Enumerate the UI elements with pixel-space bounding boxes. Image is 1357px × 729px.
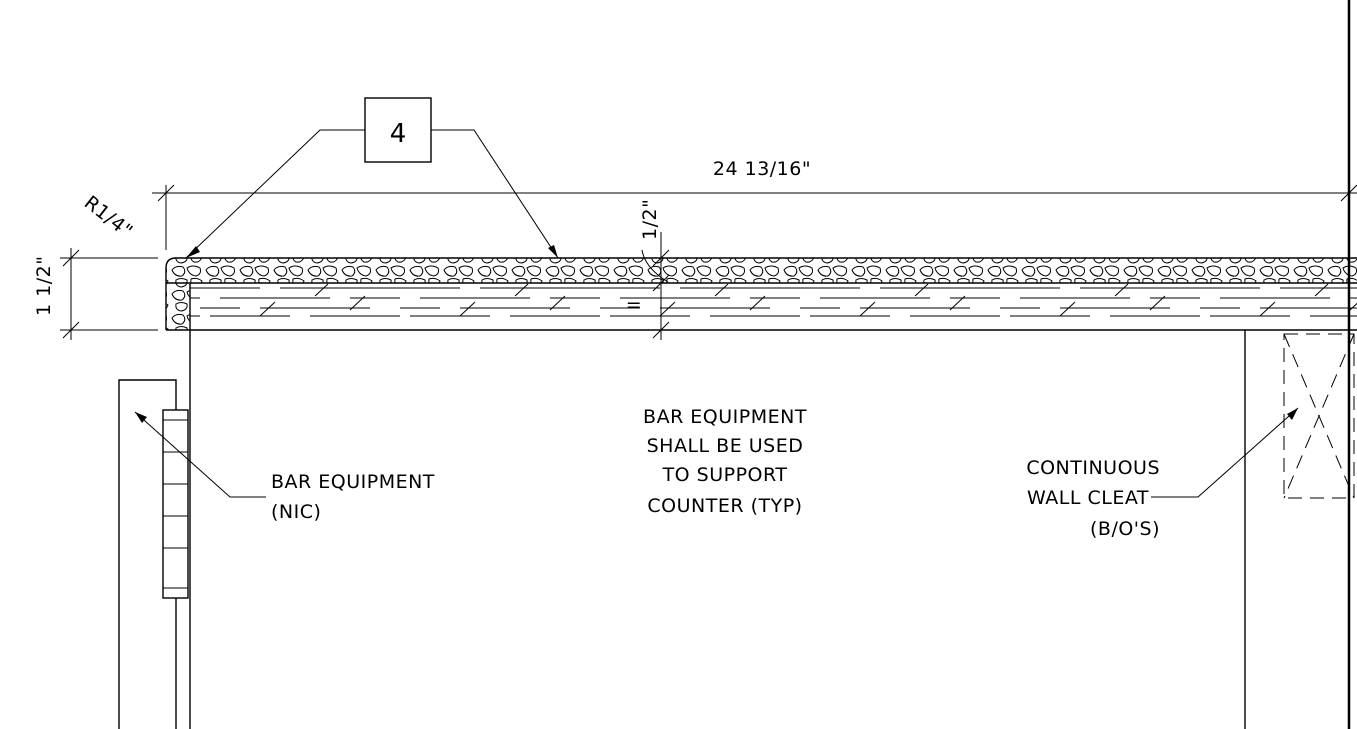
- note-left: BAR EQUIPMENT (NIC): [134, 411, 435, 523]
- note-right-line: (B/O'S): [1090, 518, 1160, 540]
- note-center-line: BAR EQUIPMENT: [643, 406, 807, 428]
- note-left-line: BAR EQUIPMENT: [271, 471, 435, 493]
- overall-dimension-text: 24 13/16": [713, 158, 811, 180]
- bar-equipment-cabinet: [189, 330, 1246, 729]
- note-center-line: SHALL BE USED: [647, 435, 804, 457]
- nic-bar-equipment: [118, 379, 189, 729]
- note-center: BAR EQUIPMENT SHALL BE USED TO SUPPORT C…: [643, 406, 807, 517]
- overall-dimension: 24 13/16": [152, 158, 1357, 250]
- note-center-line: COUNTER (TYP): [647, 495, 802, 517]
- note-right-line: CONTINUOUS: [1026, 457, 1160, 479]
- detail-tag: 4: [185, 97, 559, 259]
- note-left-line: (NIC): [271, 501, 321, 523]
- thickness-dimension-text: 1 1/2": [33, 256, 55, 316]
- equal-dimension-mark: =: [626, 294, 642, 316]
- wall-cleat: [1283, 333, 1355, 499]
- thickness-dimension: 1 1/2": [33, 248, 158, 340]
- top-layer-dimension-text: 1/2": [639, 199, 661, 240]
- note-center-line: TO SUPPORT: [662, 464, 788, 486]
- note-right-line: WALL CLEAT: [1027, 487, 1149, 509]
- countertop-wood-substrate: [166, 283, 1357, 331]
- top-layer-dimension: 1/2" =: [626, 199, 670, 340]
- radius-dimension-text: R1/4": [80, 192, 137, 243]
- note-right: CONTINUOUS WALL CLEAT (B/O'S): [1026, 407, 1299, 540]
- tag-number: 4: [390, 119, 407, 149]
